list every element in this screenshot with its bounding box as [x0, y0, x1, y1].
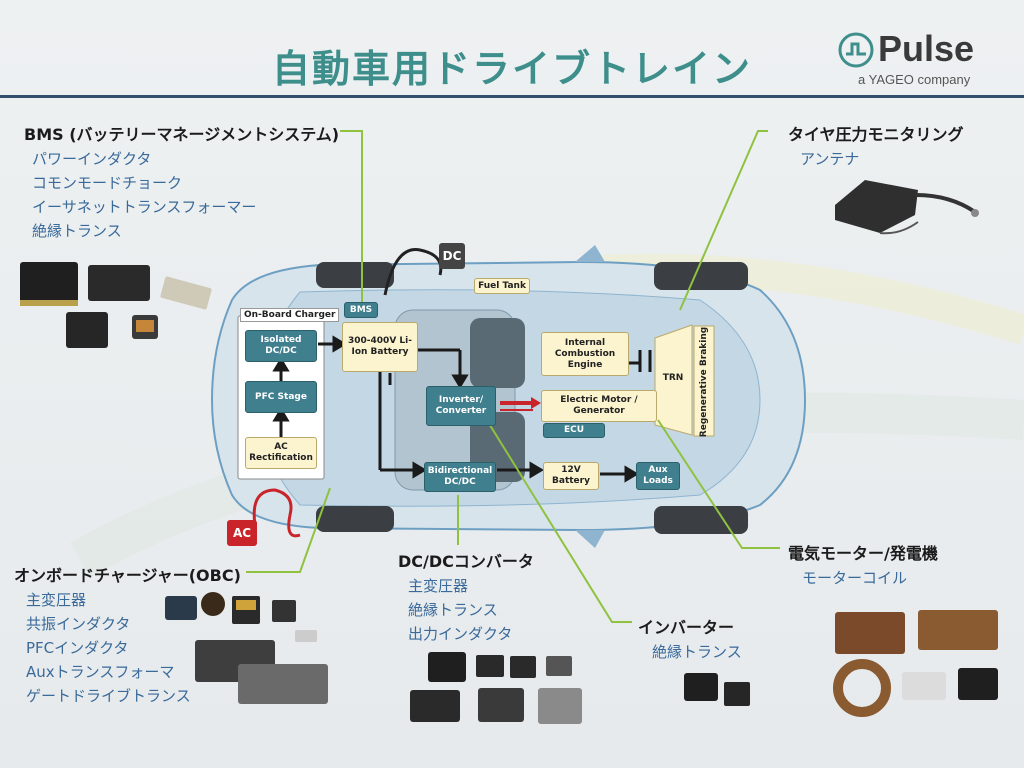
regen-braking-label: Regenerative Braking: [694, 330, 714, 434]
battery-12v-block: 12V Battery: [543, 462, 599, 490]
dcdc-item: 出力インダクタ: [408, 622, 534, 646]
obc-item: 共振インダクタ: [26, 612, 241, 636]
isolated-dcdc-block: Isolated DC/DC: [245, 330, 317, 362]
bms-item: コモンモードチョーク: [32, 171, 339, 195]
bms-item: パワーインダクタ: [32, 147, 339, 171]
section-inverter: インバーター 絶縁トランス: [638, 614, 742, 664]
section-motor: 電気モーター/発電機 モーターコイル: [788, 540, 938, 590]
motor-heading: 電気モーター/発電機: [788, 540, 938, 564]
dcdc-products: [410, 652, 582, 724]
bms-item: 絶縁トランス: [32, 219, 339, 243]
inverter-block: Inverter/ Converter: [426, 386, 496, 426]
bidirectional-dcdc-block: Bidirectional DC/DC: [424, 462, 496, 492]
tpms-heading: タイヤ圧力モニタリング: [788, 121, 964, 145]
dcdc-item: 主変圧器: [408, 574, 534, 598]
pfc-stage-block: PFC Stage: [245, 381, 317, 413]
dcdc-heading: DC/DCコンバータ: [398, 548, 534, 572]
ac-plug-tag: AC: [227, 520, 257, 546]
bms-products: [20, 262, 212, 348]
aux-loads-block: Aux Loads: [636, 462, 680, 490]
ecu-block: ECU: [543, 423, 605, 438]
section-obc: オンボードチャージャー(OBC) 主変圧器 共振インダクタ PFCインダクタ A…: [14, 562, 241, 708]
inverter-products: [684, 673, 750, 706]
dcdc-item: 絶縁トランス: [408, 598, 534, 622]
trn-label: TRN: [658, 368, 688, 388]
section-bms: BMS (バッテリーマネージメントシステム) パワーインダクタ コモンモードチョ…: [24, 121, 339, 243]
dc-plug-tag: DC: [439, 243, 465, 269]
bms-block: BMS: [344, 302, 378, 318]
tpms-antenna-product: [835, 180, 979, 233]
inverter-item: 絶縁トランス: [652, 640, 742, 664]
motor-products: [835, 610, 998, 712]
ice-block: Internal Combustion Engine: [541, 332, 629, 376]
obc-item: ゲートドライブトランス: [26, 684, 241, 708]
fuel-tank-block: Fuel Tank: [474, 278, 530, 294]
regen-braking-text: Regenerative Braking: [699, 327, 709, 437]
obc-heading: オンボードチャージャー(OBC): [14, 562, 241, 586]
ac-rectification-block: AC Rectification: [245, 437, 317, 469]
onboard-charger-label: On-Board Charger: [240, 308, 339, 322]
bms-heading: BMS (バッテリーマネージメントシステム): [24, 121, 339, 145]
obc-item: PFCインダクタ: [26, 636, 241, 660]
motor-block: Electric Motor / Generator: [541, 390, 657, 422]
section-tpms: タイヤ圧力モニタリング アンテナ: [788, 121, 964, 171]
motor-item: モーターコイル: [802, 566, 938, 590]
bms-item: イーサネットトランスフォーマー: [32, 195, 339, 219]
obc-item: 主変圧器: [26, 588, 241, 612]
section-dcdc: DC/DCコンバータ 主変圧器 絶縁トランス 出力インダクタ: [398, 548, 534, 646]
obc-item: Auxトランスフォーマ: [26, 660, 241, 684]
battery-block: 300-400V Li-Ion Battery: [342, 322, 418, 372]
inverter-heading: インバーター: [638, 614, 742, 638]
tpms-item: アンテナ: [800, 147, 964, 171]
